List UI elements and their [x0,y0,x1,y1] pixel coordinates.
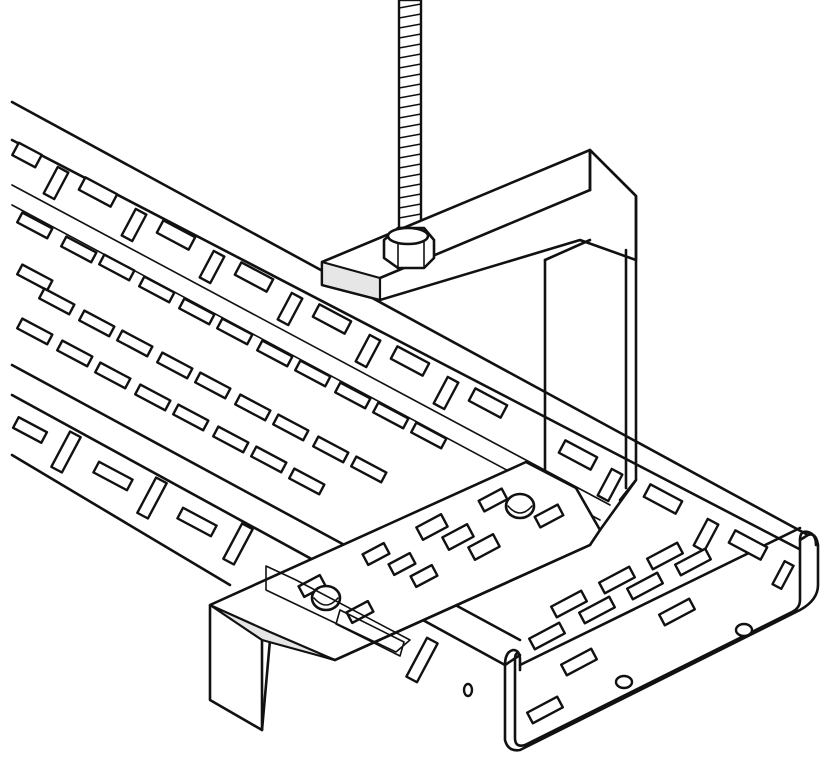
bracket-lower-arm [208,460,602,732]
tray-end-hook-left [503,648,522,672]
tray-far-wall-inner [10,138,807,554]
tray-end-hook-right [798,530,818,547]
hanger-bracket [208,148,638,732]
far-wall-slots [11,141,795,591]
rod-threads [398,3,422,229]
cable-tray [10,100,820,752]
bracket-top-arm-face [320,260,382,302]
tray-far-wall-bottom [11,184,611,506]
threaded-rod [397,0,423,242]
tray-far-wall-top [10,100,810,537]
tray-near-wall-bottom [10,453,232,587]
bracket-lower-arm-slots [297,487,565,625]
near-wall-slots [11,415,474,698]
base-slots [15,211,754,725]
hex-nut [382,226,436,270]
tray-end-profile [503,533,820,752]
clamp-plate [265,565,411,657]
